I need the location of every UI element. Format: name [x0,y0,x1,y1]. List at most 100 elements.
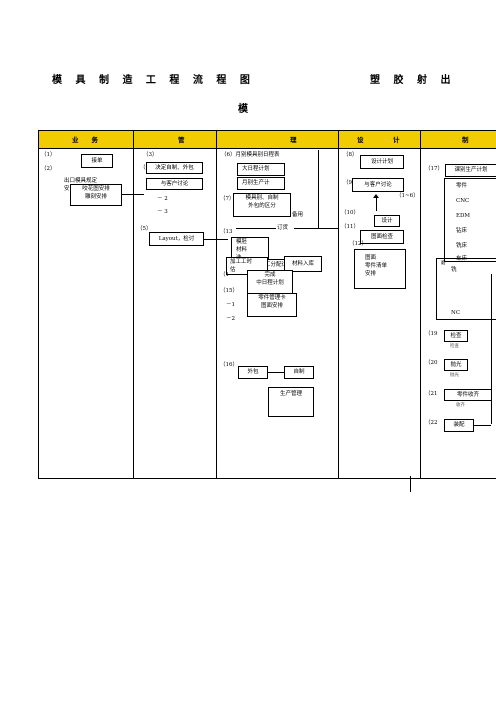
parts-collection-box: 零件收齐 [444,389,492,401]
drawing-check-box: 图面检查 [360,230,404,244]
inspection-sub: 检查 [450,344,459,349]
cnc-label: CNC [456,198,470,204]
chart-title-right: 塑 胶 射 出 [370,75,456,86]
step-number: （12） [349,241,367,247]
header-manufacture: 制 [462,136,469,144]
column-divider [338,130,339,478]
drill-label: 钻床 [456,228,468,234]
step-number: （17） [425,166,443,172]
estimate: 估 [230,267,236,273]
chart-title: 模 具 制 造 工 程 流 程 图 [52,75,255,86]
customer-discussion-design-box: 与客户讨论 [352,178,404,192]
parts-label: 零件 [456,183,468,189]
inhouse-box: 自制 [284,366,314,379]
flow-line [474,425,491,426]
drawing: 图面 [365,255,377,261]
parts-list: 零件清单 [365,263,388,269]
parts-machining-box [444,178,496,262]
mill-label: 铣床 [456,243,468,249]
header-management-b: 理 [290,136,297,144]
step-number-frag: （ [140,165,146,171]
outsource-box: 外包 [238,366,268,379]
mid-schedule-box: 完成 中日程计划 [247,270,293,294]
chart-subtitle: 模 [238,104,253,115]
flow-line [236,228,276,229]
flow-line [491,274,492,424]
material: 材料 [236,247,248,253]
arrangement: 安排 [365,271,377,277]
grinding-box [436,258,496,320]
parts-card-box: 零件管理卡 图面安排 [247,293,297,317]
grind-mill-label: 铣 [451,267,457,273]
header-design-b: 计 [393,136,400,144]
step-number: （5） [137,226,152,232]
grind-label: 磨 [441,261,446,266]
production-management-box: 生产管理 [268,387,314,417]
step-range: （1~6） [396,193,419,199]
mold-base: 模胚 [236,239,248,245]
step-number: （21 [425,391,438,397]
column-divider [420,130,421,478]
monthly-plan-box: 月别生产计 [237,177,285,190]
step-number: （19 [425,331,438,337]
step-number: （10） [341,210,359,216]
drawing-arrangement: 图面安排 [260,303,283,309]
inspection-box: 检查 [444,330,468,342]
material-receiving-box: 材料入库 [284,256,322,272]
header-design-a: 设 [357,136,364,144]
step-number: （9） [343,180,358,186]
step-number: （7） [220,196,235,202]
classification-line1: 模具别、自制 [245,195,279,201]
step-number: （16） [220,362,238,368]
arrow-up-icon [373,194,379,198]
classification-line2: 外包的区分 [248,203,276,209]
step-number: （20 [425,360,438,366]
flow-line [376,197,377,211]
collection-sub: 收齐 [456,403,465,408]
lathe-label: 车床 [456,256,468,262]
polishing-box: 抛光 [444,359,468,371]
engraving-plan: 雕刻安排 [84,194,107,200]
flow-line [204,239,228,240]
step-number: （1） [41,152,56,158]
layout-review-box: Layout，检讨 [149,232,204,246]
drawing-parts-list-box: 图面 零件清单 安排 [354,249,406,289]
customer-discussion-box: 与客户讨论 [146,178,203,190]
flow-line [268,372,284,373]
export-mold-rules-frag: 安 [64,186,70,192]
flow-line [318,150,319,228]
substep: － 2 [157,196,168,202]
step-number: （1 [220,272,229,278]
spare-label: 备用 [292,212,304,218]
polishing-sub: 抛光 [450,373,459,378]
order-label: 订货 [277,225,289,231]
substep: －1 [226,302,235,308]
assembly-box: 装配 [444,419,474,432]
table-border-bottom [38,478,496,479]
header-management-a: 管 [178,136,185,144]
table-border-left [38,130,39,478]
substep: －2 [226,316,235,322]
complete: 完成 [264,272,276,278]
section-production-plan-box: 课别生产计划 [445,164,496,177]
nc-label: NC [451,310,461,316]
flow-line [122,194,144,195]
export-mold-rules: 出口模具规定 [64,178,98,184]
substep: － 3 [157,209,168,215]
step-number: （2） [41,166,56,172]
step-number: （3） [143,152,158,158]
make-buy-classification-box: 模具别、自制 外包的区分 [233,193,291,217]
order-receipt-box: 接单 [81,154,113,168]
flow-line [410,476,411,492]
step-number: （11） [341,224,359,230]
step-number: （22 [425,420,438,426]
parts-card: 零件管理卡 [258,295,286,301]
flow-line [294,228,338,229]
texture-engraving-box: 咬花图安排 雕刻安排 [70,184,122,206]
column-header-band [38,130,496,149]
column-divider [216,130,217,478]
column-divider [133,130,134,478]
make-or-buy-box: 决定自制、外包 [146,162,203,174]
step-number: （6）月别模具别日程表 [221,152,280,158]
mid-schedule: 中日程计划 [256,280,284,286]
